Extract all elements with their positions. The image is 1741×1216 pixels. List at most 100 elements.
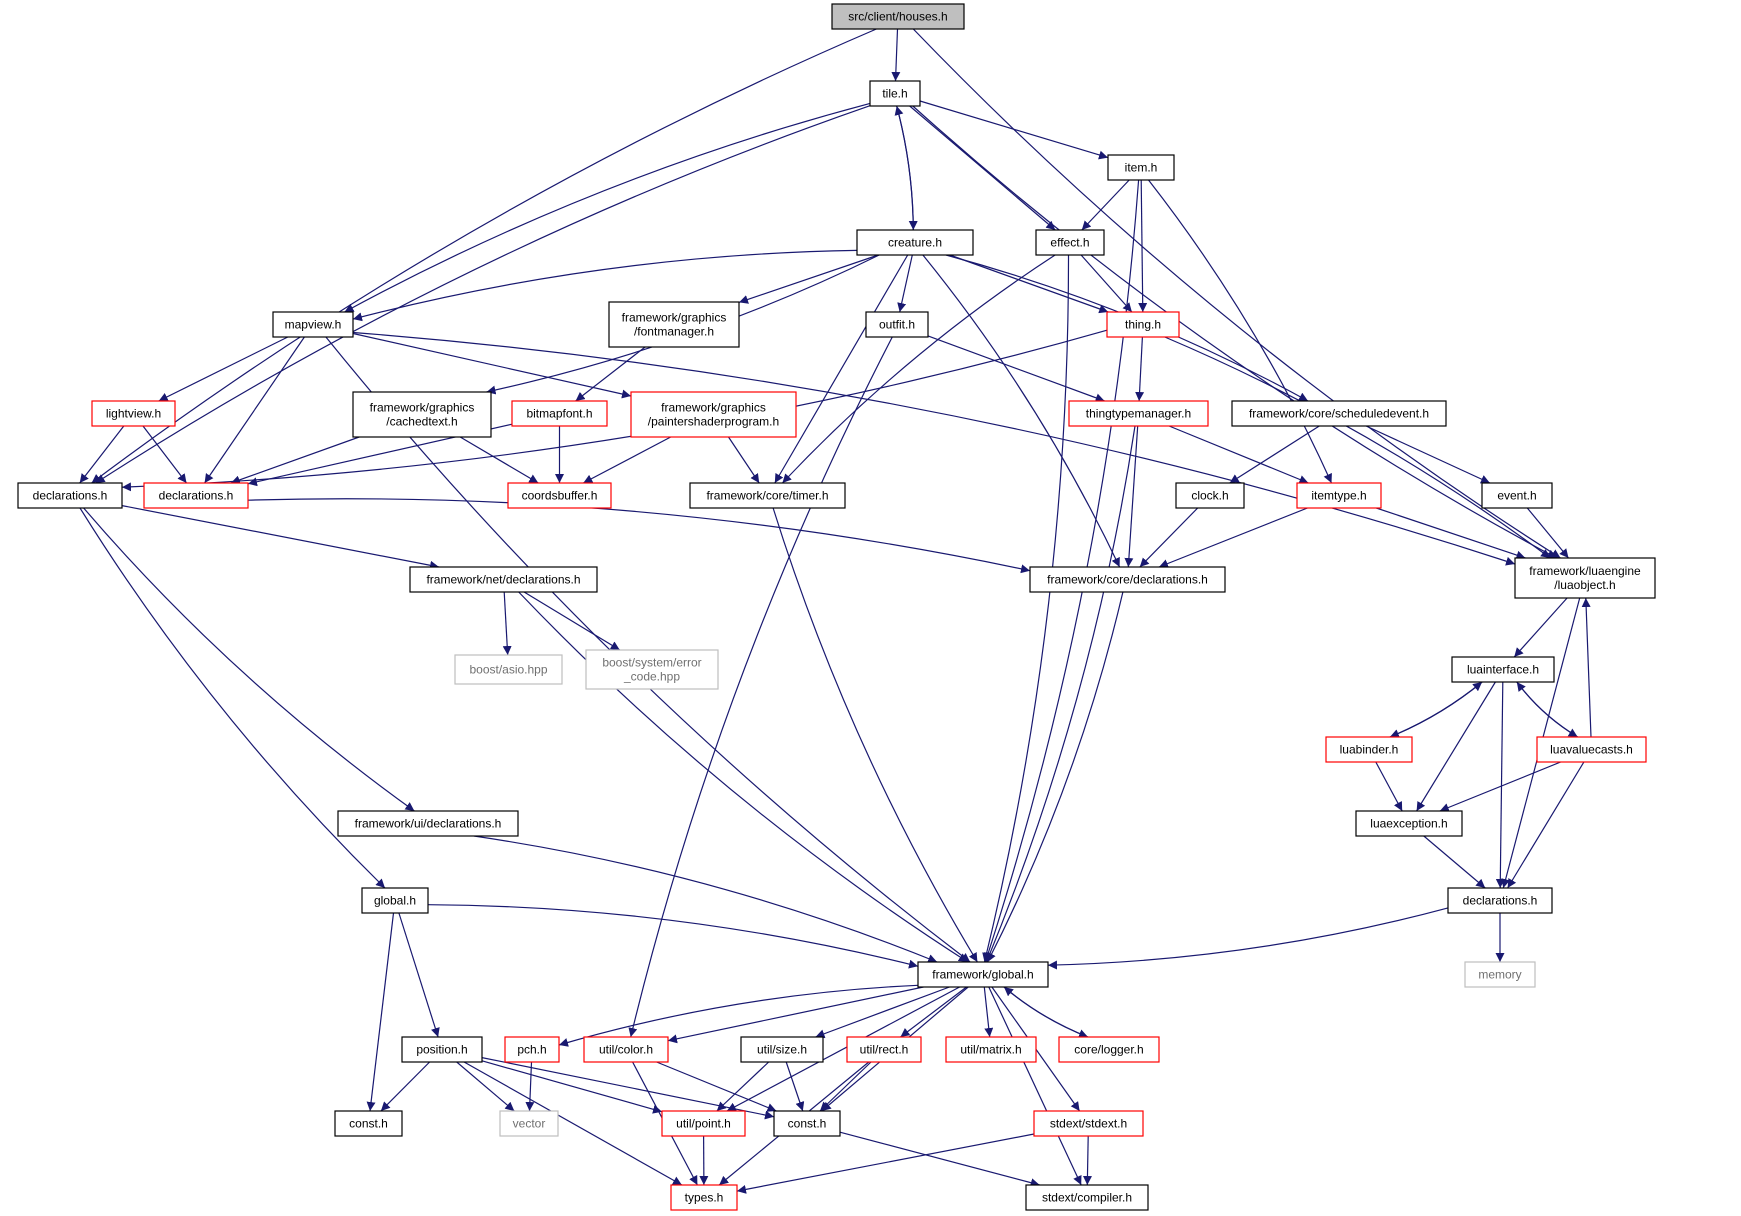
node-luainterface[interactable]: luainterface.h bbox=[1451, 656, 1555, 683]
edge-lightview-to-decl_red bbox=[142, 425, 187, 484]
edge-creature-to-outfit bbox=[897, 254, 913, 313]
node-types[interactable]: types.h bbox=[670, 1184, 738, 1211]
edge-tile-to-luaobject bbox=[912, 105, 1557, 559]
node-box bbox=[1514, 557, 1656, 599]
edge-houses-to-luaobject bbox=[912, 28, 1561, 559]
node-scheduledevent[interactable]: framework/core/scheduledevent.h bbox=[1231, 400, 1447, 427]
node-itemtype[interactable]: itemtype.h bbox=[1296, 482, 1382, 509]
node-bitmapfont[interactable]: bitmapfont.h bbox=[511, 400, 608, 427]
node-label: framework/global.h bbox=[932, 968, 1033, 982]
node-box bbox=[1231, 400, 1447, 427]
node-box bbox=[865, 311, 929, 338]
node-decl_left[interactable]: declarations.h bbox=[17, 482, 123, 509]
node-box bbox=[585, 649, 719, 690]
node-uidecl[interactable]: framework/ui/declarations.h bbox=[337, 810, 519, 837]
edge-paintershader-to-timer bbox=[728, 436, 760, 484]
node-box bbox=[1447, 887, 1553, 914]
node-global[interactable]: global.h bbox=[361, 887, 429, 914]
node-pch[interactable]: pch.h bbox=[504, 1036, 560, 1063]
node-cachedtext[interactable]: framework/graphics/cachedtext.h bbox=[352, 391, 492, 438]
node-label: vector bbox=[513, 1117, 546, 1131]
node-box bbox=[334, 1110, 403, 1137]
edge-event-to-luaobject bbox=[1526, 507, 1569, 559]
edge-luainterface-to-luaexception bbox=[1416, 681, 1496, 812]
node-label: /paintershaderprogram.h bbox=[648, 415, 779, 429]
node-label: thingtypemanager.h bbox=[1086, 407, 1191, 421]
node-box bbox=[143, 482, 249, 509]
node-effect[interactable]: effect.h bbox=[1035, 229, 1105, 256]
node-label: util/rect.h bbox=[860, 1043, 909, 1057]
edge-decl_lua-to-fwglobal bbox=[1047, 907, 1449, 970]
node-label: framework/graphics bbox=[661, 401, 766, 415]
node-fontmanager[interactable]: framework/graphics/fontmanager.h bbox=[608, 301, 740, 348]
node-const_mid[interactable]: const.h bbox=[773, 1110, 841, 1137]
node-logger[interactable]: core/logger.h bbox=[1058, 1036, 1160, 1063]
node-label: framework/graphics bbox=[622, 311, 727, 325]
edge-netdecl-to-errorcode bbox=[523, 591, 621, 651]
node-point[interactable]: util/point.h bbox=[661, 1110, 746, 1137]
edge-creature-to-tile bbox=[894, 105, 914, 231]
node-label: stdext/stdext.h bbox=[1050, 1117, 1127, 1131]
edge-tile-to-effect bbox=[909, 105, 1056, 231]
node-position[interactable]: position.h bbox=[401, 1036, 483, 1063]
node-color[interactable]: util/color.h bbox=[583, 1036, 669, 1063]
node-compiler[interactable]: stdext/compiler.h bbox=[1025, 1184, 1149, 1211]
node-timer[interactable]: framework/core/timer.h bbox=[689, 482, 846, 509]
node-creature[interactable]: creature.h bbox=[856, 229, 974, 256]
node-decl_lua[interactable]: declarations.h bbox=[1447, 887, 1553, 914]
edge-creature-to-thing bbox=[949, 254, 1109, 314]
edge-uidecl-to-fwglobal bbox=[473, 835, 938, 963]
edge-fwglobal-to-point bbox=[726, 986, 960, 1112]
node-thing[interactable]: thing.h bbox=[1106, 311, 1180, 338]
node-coordsbuffer[interactable]: coordsbuffer.h bbox=[507, 482, 612, 509]
node-label: lightview.h bbox=[106, 407, 161, 421]
node-box bbox=[630, 391, 797, 438]
node-label: bitmapfont.h bbox=[526, 407, 592, 421]
node-const_left[interactable]: const.h bbox=[334, 1110, 403, 1137]
node-netdecl[interactable]: framework/net/declarations.h bbox=[409, 566, 598, 593]
node-size[interactable]: util/size.h bbox=[740, 1036, 824, 1063]
edge-effect-to-timer bbox=[781, 254, 1056, 484]
node-luabinder[interactable]: luabinder.h bbox=[1325, 736, 1413, 763]
edge-coredecl-to-fwglobal bbox=[987, 591, 1124, 963]
node-event[interactable]: event.h bbox=[1481, 482, 1553, 509]
node-label: stdext/compiler.h bbox=[1042, 1191, 1132, 1205]
node-outfit[interactable]: outfit.h bbox=[865, 311, 929, 338]
node-box bbox=[1029, 566, 1226, 593]
node-box bbox=[337, 810, 519, 837]
node-label: outfit.h bbox=[879, 318, 915, 332]
edge-position-to-vector bbox=[456, 1061, 515, 1112]
node-fwglobal[interactable]: framework/global.h bbox=[917, 961, 1049, 988]
edge-luabinder-to-luainterface bbox=[1389, 681, 1483, 738]
node-item[interactable]: item.h bbox=[1107, 154, 1175, 181]
edge-tile-to-mapview bbox=[344, 102, 871, 313]
edge-global-to-position bbox=[398, 912, 440, 1038]
edge-decl_red-to-coredecl bbox=[247, 498, 1031, 574]
node-luaexception[interactable]: luaexception.h bbox=[1355, 810, 1463, 837]
node-stdext[interactable]: stdext/stdext.h bbox=[1033, 1110, 1144, 1137]
node-label: /fontmanager.h bbox=[634, 325, 714, 339]
edge-thing-to-thingtypemanager bbox=[1135, 336, 1145, 402]
node-luaobject[interactable]: framework/luaengine/luaobject.h bbox=[1514, 557, 1656, 599]
node-coredecl[interactable]: framework/core/declarations.h bbox=[1029, 566, 1226, 593]
node-label: itemtype.h bbox=[1311, 489, 1366, 503]
node-paintershader[interactable]: framework/graphics/paintershaderprogram.… bbox=[630, 391, 797, 438]
node-clock[interactable]: clock.h bbox=[1175, 482, 1245, 509]
node-houses[interactable]: src/client/houses.h bbox=[831, 3, 965, 30]
node-luavaluecasts[interactable]: luavaluecasts.h bbox=[1536, 736, 1647, 763]
node-decl_red[interactable]: declarations.h bbox=[143, 482, 249, 509]
node-mapview[interactable]: mapview.h bbox=[272, 311, 354, 338]
node-thingtypemanager[interactable]: thingtypemanager.h bbox=[1068, 400, 1209, 427]
node-box bbox=[1355, 810, 1463, 837]
node-lightview[interactable]: lightview.h bbox=[91, 400, 176, 427]
node-box bbox=[511, 400, 608, 427]
node-label: luaexception.h bbox=[1370, 817, 1447, 831]
edge-creature-to-mapview bbox=[352, 249, 858, 322]
edge-fwglobal-to-size bbox=[815, 986, 950, 1039]
node-tile[interactable]: tile.h bbox=[869, 80, 921, 107]
edge-size-to-point bbox=[716, 1061, 770, 1112]
node-matrix[interactable]: util/matrix.h bbox=[945, 1036, 1037, 1063]
node-rect[interactable]: util/rect.h bbox=[846, 1036, 922, 1063]
edge-creature-to-timer bbox=[774, 254, 909, 484]
